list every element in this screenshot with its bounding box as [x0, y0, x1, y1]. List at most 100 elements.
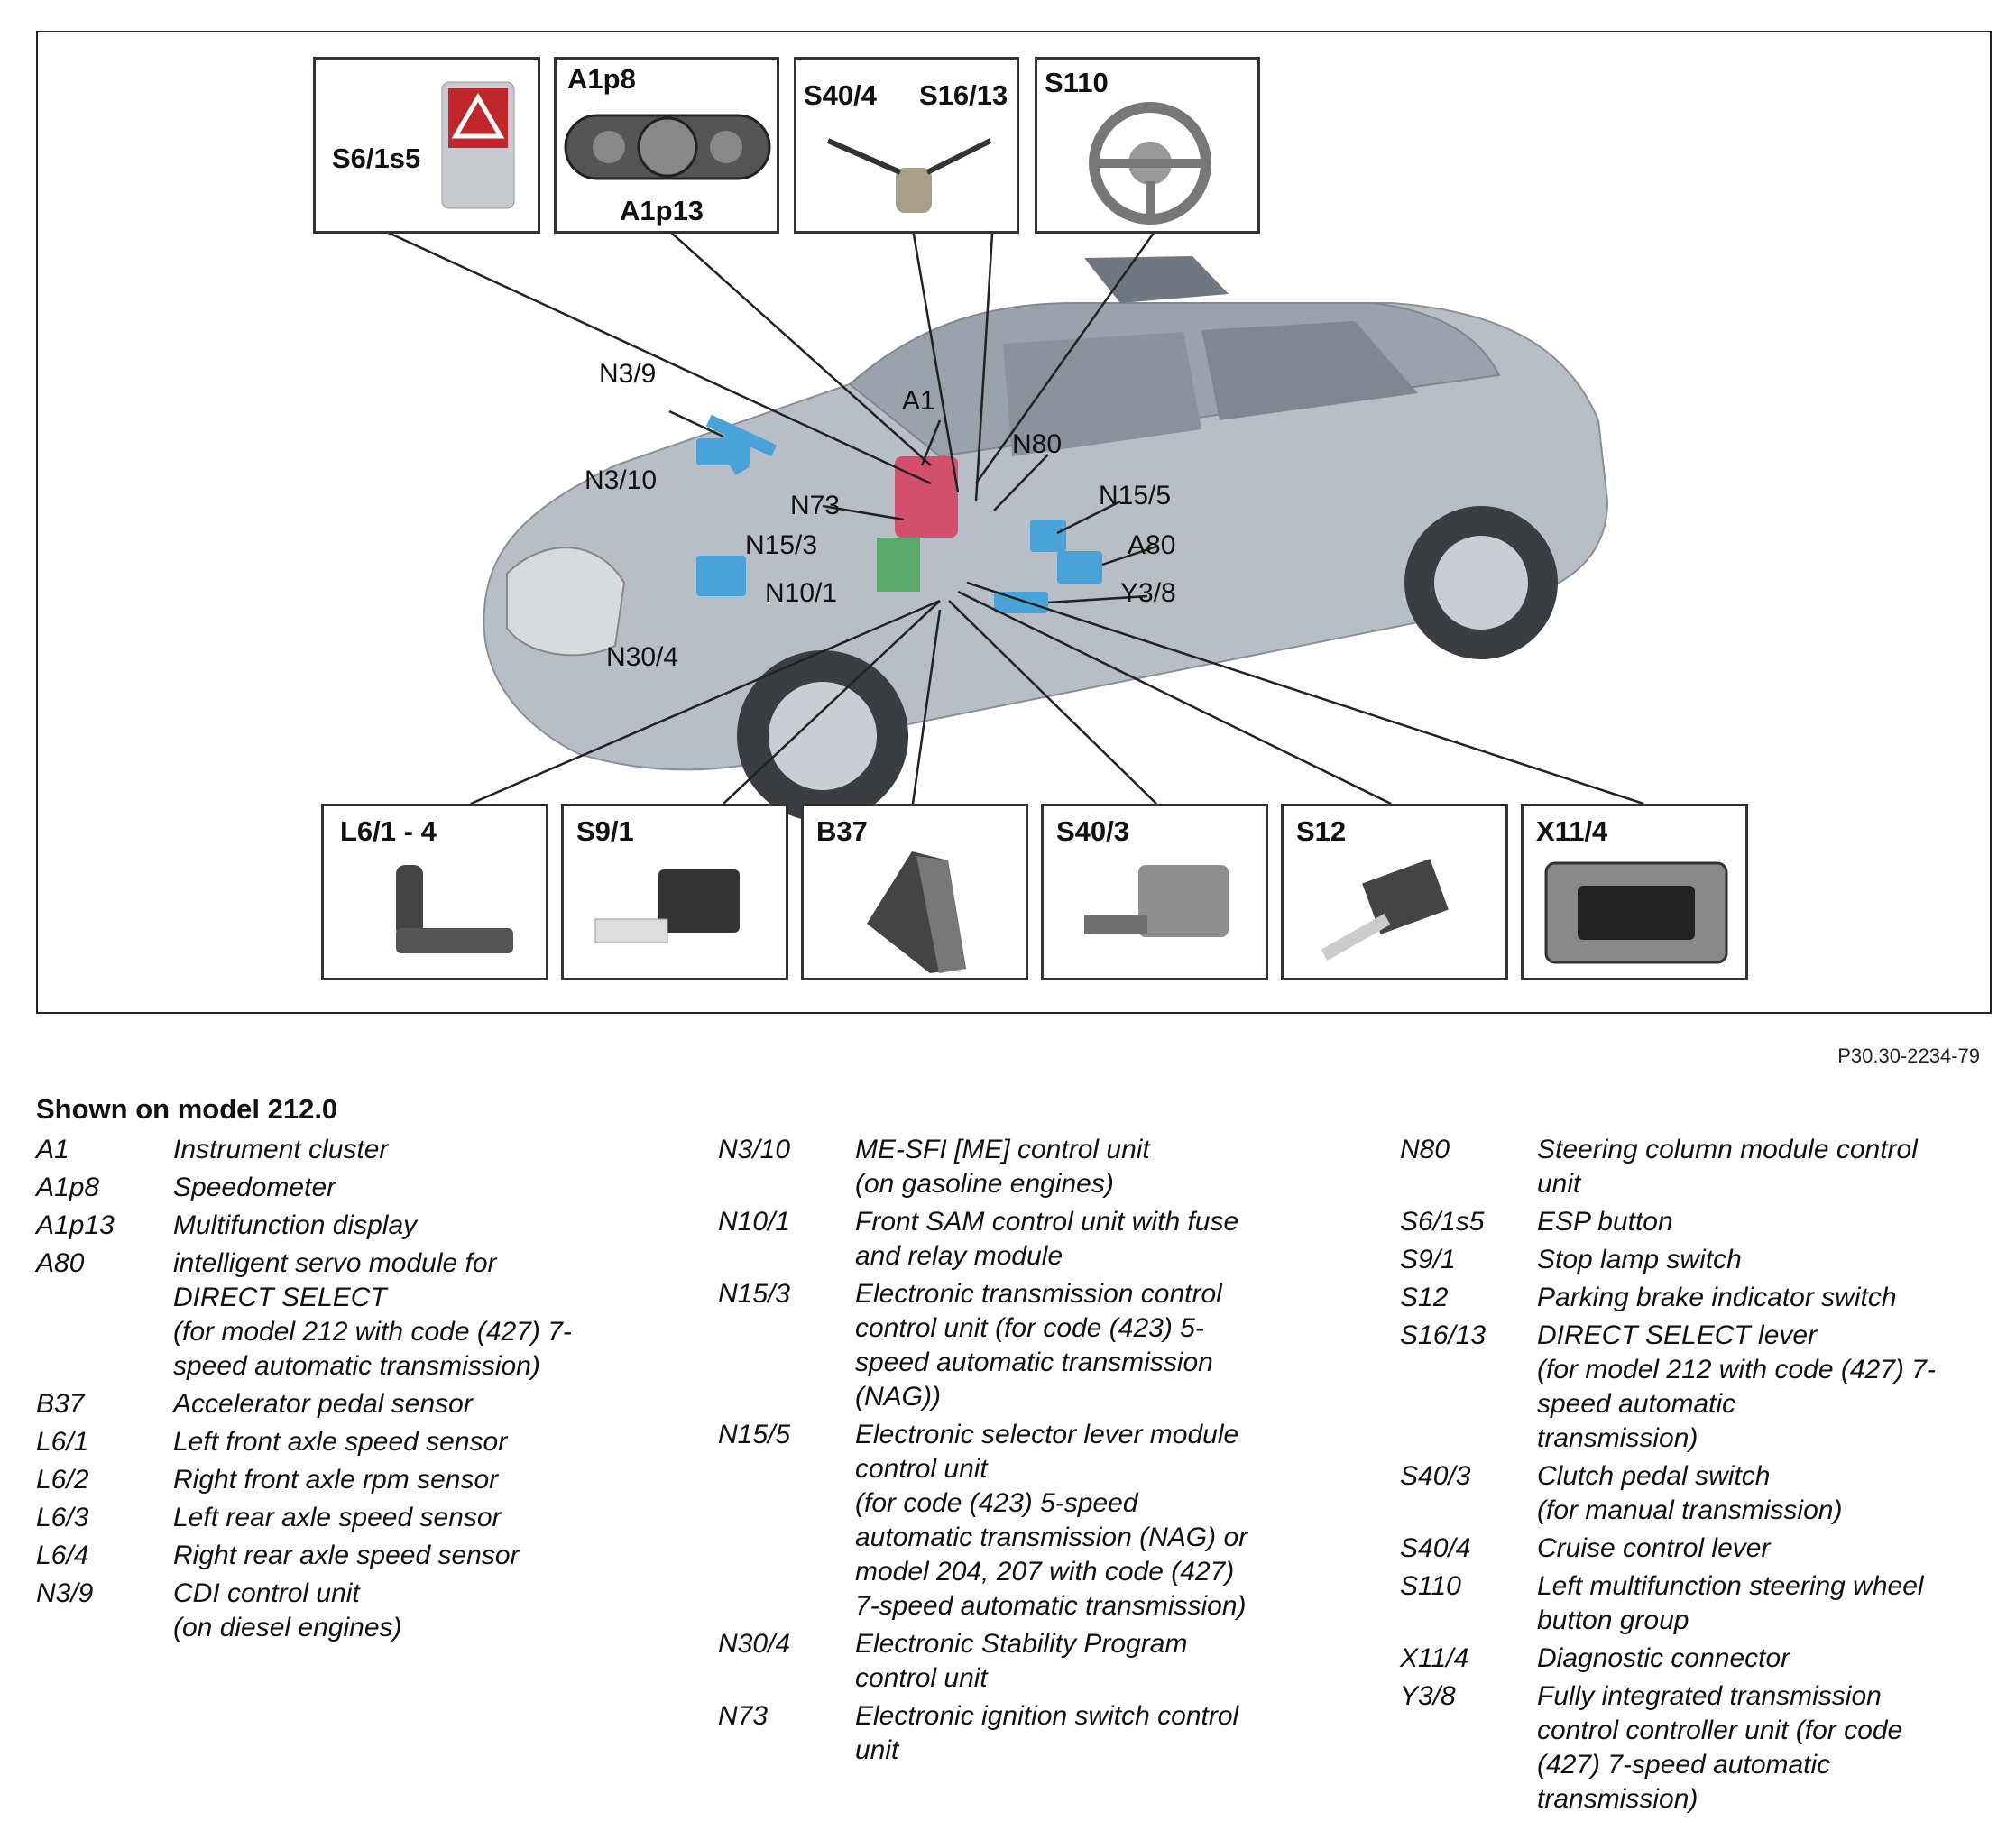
legend-code: A1p8 — [36, 1173, 100, 1202]
legend-item: L6/2 Right front axle rpm sensor — [36, 1463, 686, 1497]
detail-box-s12: S12 — [1281, 804, 1508, 980]
legend-item: N80 Steering column module control unit — [1400, 1133, 2013, 1201]
legend-code: S12 — [1400, 1283, 1449, 1312]
legend-code: L6/1 — [36, 1427, 89, 1457]
figure-reference: P30.30-2234-79 — [1837, 1044, 1980, 1067]
legend-description: Steering column module control unit — [1537, 1135, 1918, 1199]
legend-code: N30/4 — [718, 1629, 791, 1659]
legend-description: Parking brake indicator switch — [1537, 1283, 1897, 1312]
detail-box-s110: S110 — [1035, 57, 1260, 234]
legend-code: N73 — [718, 1701, 769, 1731]
callout-n73: N73 — [790, 491, 841, 520]
rear-window — [1201, 321, 1418, 420]
legend-item: A80 intelligent servo module for DIRECT S… — [36, 1247, 686, 1384]
sunroof — [1084, 256, 1229, 303]
box-label-s12: S12 — [1296, 815, 1347, 847]
legend-item: S9/1 Stop lamp switch — [1400, 1243, 2013, 1277]
detail-box-s40-3: S40/3 — [1041, 804, 1268, 980]
legend-description: intelligent servo module for DIRECT SELE… — [173, 1248, 572, 1381]
legend-code: L6/4 — [36, 1541, 89, 1570]
detail-box-s40-4: S40/4 S16/13 — [794, 57, 1019, 234]
box-label-a1p13: A1p13 — [620, 195, 704, 226]
legend-description: Left rear axle speed sensor — [173, 1503, 502, 1532]
component-location-figure: S6/1s5 A1p8 A1p13 S40/4 S16/13 S110 — [36, 31, 1992, 1014]
legend-description: DIRECT SELECT lever (for model 212 with … — [1537, 1320, 1936, 1453]
callout-y3-8: Y3/8 — [1120, 578, 1176, 608]
esp-button-icon — [441, 81, 515, 209]
legend-code: S9/1 — [1400, 1245, 1456, 1274]
rear-rim — [1434, 536, 1528, 630]
detail-box-x11-4: X11/4 — [1521, 804, 1748, 980]
car-illustration — [483, 256, 1609, 822]
n3-9-unit — [705, 414, 778, 457]
legend-item: A1p13 Multifunction display — [36, 1209, 686, 1243]
legend-description: Electronic selector lever module control… — [855, 1420, 1248, 1621]
legend-description: Front SAM control unit with fuse and rel… — [855, 1207, 1239, 1271]
legend-code: L6/2 — [36, 1465, 89, 1495]
legend-code: L6/3 — [36, 1503, 89, 1532]
legend-description: Electronic Stability Program control uni… — [855, 1629, 1188, 1693]
legend-code: A1p13 — [36, 1210, 115, 1240]
legend-code: A80 — [36, 1248, 85, 1278]
legend-code: S40/3 — [1400, 1461, 1471, 1491]
legend-description: Speedometer — [173, 1173, 336, 1202]
legend-description: Electronic ignition switch control unit — [855, 1701, 1239, 1765]
legend-description: Stop lamp switch — [1537, 1245, 1742, 1274]
legend-item: L6/3 Left rear axle speed sensor — [36, 1501, 686, 1535]
n30-4-unit — [696, 556, 746, 596]
legend-item: S12 Parking brake indicator switch — [1400, 1281, 2013, 1315]
box-label-a1p8: A1p8 — [567, 63, 636, 95]
n15-3-unit — [715, 432, 750, 475]
legend-description: ME-SFI [ME] control unit (on gasoline en… — [855, 1135, 1150, 1199]
legend-code: X11/4 — [1400, 1643, 1469, 1673]
legend-description: Multifunction display — [173, 1210, 418, 1240]
legend-item: S40/3 Clutch pedal switch (for manual tra… — [1400, 1459, 2013, 1528]
a80-unit — [1057, 551, 1102, 584]
legend-description: Right front axle rpm sensor — [173, 1465, 499, 1495]
legend-description: Fully integrated transmission control co… — [1537, 1681, 1903, 1814]
box-label-s110: S110 — [1045, 67, 1109, 98]
legend-description: Diagnostic connector — [1537, 1643, 1790, 1673]
callout-n80: N80 — [1012, 429, 1063, 459]
callout-n15-3: N15/3 — [745, 530, 818, 560]
legend-code: N15/5 — [718, 1420, 791, 1449]
legend-item: S40/4 Cruise control lever — [1400, 1532, 2013, 1566]
legend-item: A1p8 Speedometer — [36, 1171, 686, 1205]
box-label-s40-4: S40/4 — [804, 79, 878, 111]
detail-box-b37: B37 — [801, 804, 1028, 980]
instrument-cluster-icon — [564, 114, 771, 180]
detail-box-a1p8: A1p8 A1p13 — [554, 57, 779, 234]
legend-description: Left multifunction steering wheel button… — [1537, 1571, 1924, 1635]
box-label-x11-4: X11/4 — [1536, 815, 1608, 847]
legend-code: S40/4 — [1400, 1533, 1471, 1563]
box-label-s9-1: S9/1 — [576, 815, 634, 847]
legend-description: Instrument cluster — [173, 1135, 389, 1164]
front-door-window — [1003, 332, 1201, 456]
a1-cluster — [895, 456, 958, 538]
detail-box-l6-1-4: L6/1 - 4 — [321, 804, 548, 980]
diagnostic-connector-icon — [1544, 861, 1728, 964]
legend-description: Clutch pedal switch (for manual transmis… — [1537, 1461, 1843, 1525]
callout-a1: A1 — [902, 386, 935, 416]
leader-lines — [380, 203, 1644, 805]
legend-item: N30/4 Electronic Stability Program contro… — [718, 1627, 1367, 1696]
clutch-pedal-switch-icon — [1084, 865, 1229, 937]
legend-code: N80 — [1400, 1135, 1450, 1164]
legend-description: Cruise control lever — [1537, 1533, 1771, 1563]
n15-5-unit — [1030, 520, 1066, 552]
legend-description: Electronic transmission control control … — [855, 1279, 1222, 1412]
legend-item: N15/5 Electronic selector lever module co… — [718, 1418, 1367, 1624]
legend-code: N3/9 — [36, 1578, 94, 1608]
steering-column-levers-icon — [826, 138, 992, 213]
